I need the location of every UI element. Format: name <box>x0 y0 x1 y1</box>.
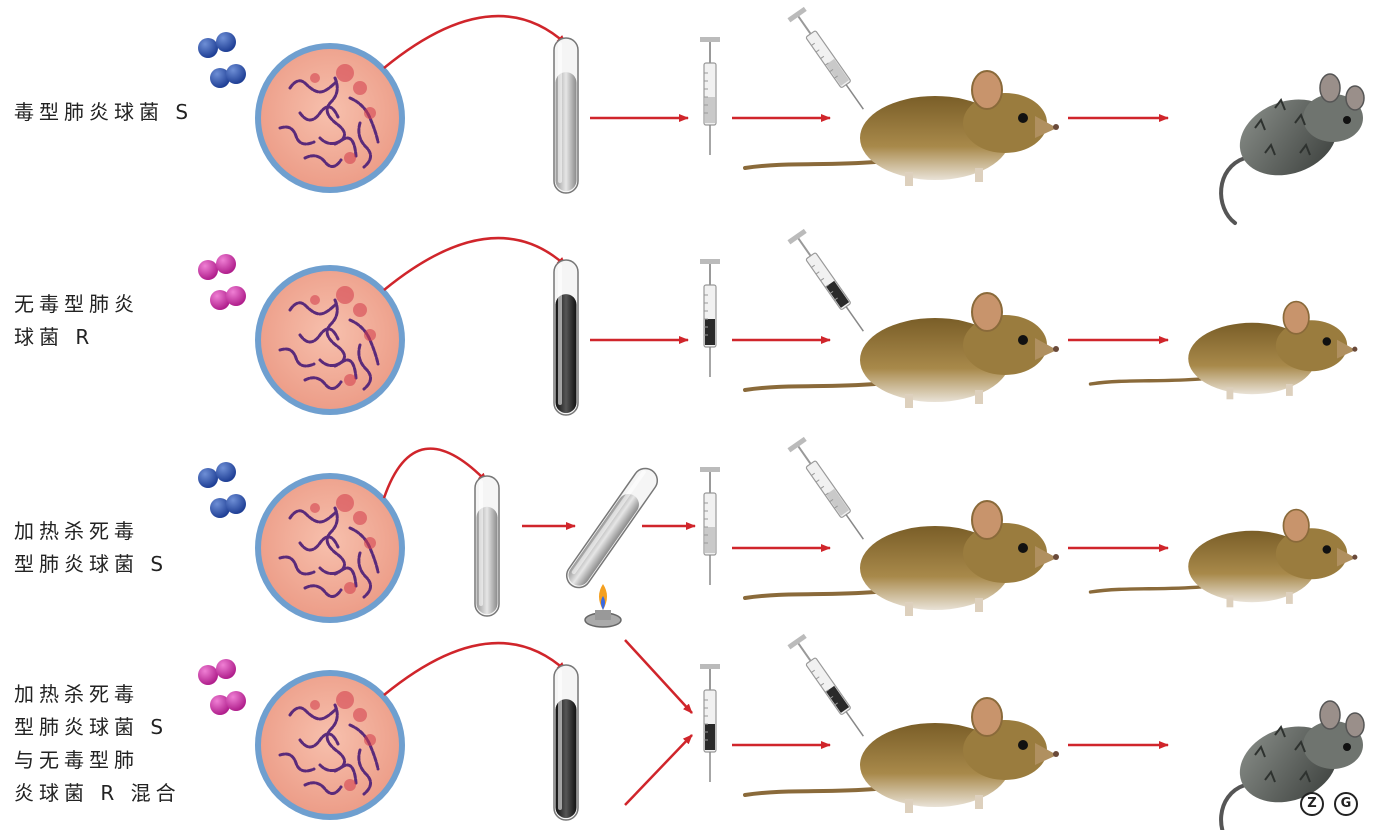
row-label-avirulent-r: 无毒型肺炎 球菌 R <box>14 292 139 349</box>
watermark: Z G <box>1300 792 1358 816</box>
row-label-mixed: 加热杀死毒 型肺炎球菌 S 与无毒型肺 炎球菌 R 混合 <box>14 682 181 805</box>
experiment-row-2 <box>198 228 1358 416</box>
experiment-row-1 <box>198 6 1365 225</box>
row-label-virulent-s: 毒型肺炎球菌 S <box>14 100 194 124</box>
experiment-row-4 <box>198 633 1365 834</box>
watermark-left-badge: Z <box>1300 792 1324 816</box>
watermark-right-badge: G <box>1334 792 1358 816</box>
row-label-heat-killed-s: 加热杀死毒 型肺炎球菌 S <box>14 519 169 576</box>
experiment-row-3 <box>198 436 1358 628</box>
